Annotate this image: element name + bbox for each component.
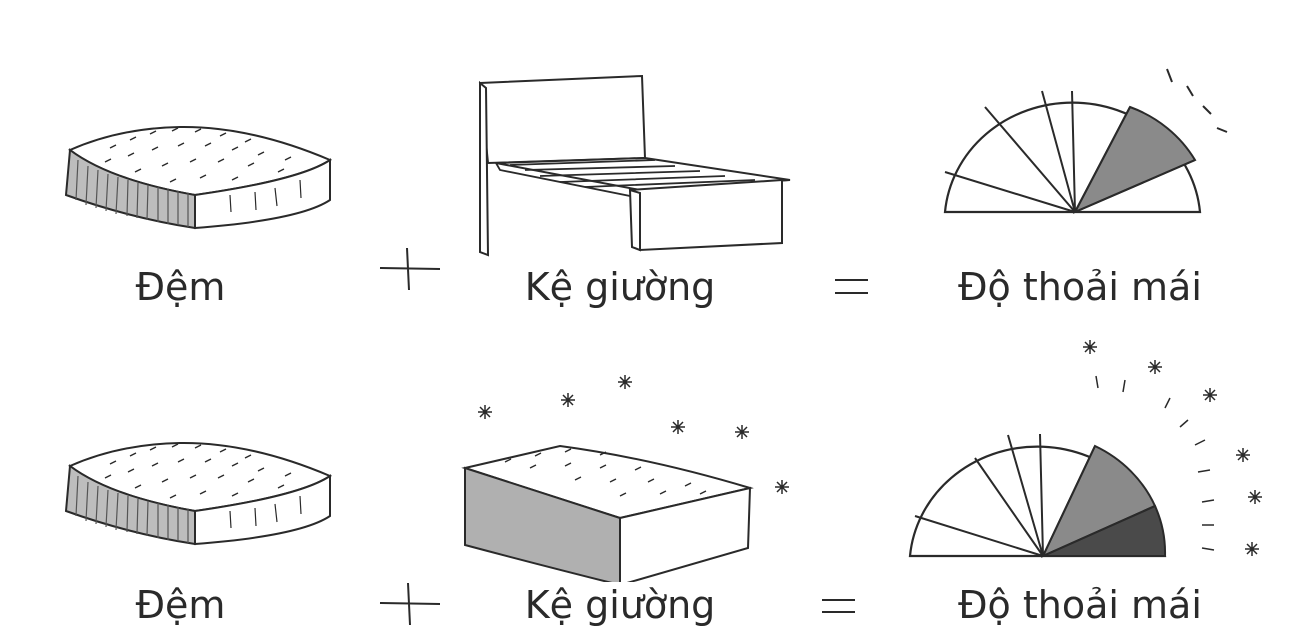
- row-1-bed-frame-illustration: [478, 74, 791, 257]
- row-1-equals-sign: [835, 279, 868, 294]
- row-1-mattress-label: Đệm: [88, 264, 273, 310]
- row-2-result-label: Độ thoải mái: [930, 582, 1230, 628]
- row-2-box-spring-illustration: [461, 444, 754, 587]
- row-2-sparkles-base: [478, 375, 789, 494]
- row-1-mattress-illustration: [65, 125, 331, 229]
- row-2-comfort-meter: [908, 433, 1167, 559]
- row-2-sparkles-meter: [1083, 340, 1262, 556]
- row-1-plus-sign: [379, 247, 441, 291]
- row-2-plus-sign: [379, 582, 441, 626]
- row-1-result-label: Độ thoải mái: [930, 264, 1230, 310]
- row-2-mattress-illustration: [65, 441, 331, 545]
- row-2-base-label: Kệ giường: [500, 582, 740, 628]
- row-1-comfort-meter: [943, 68, 1228, 215]
- row-1-base-label: Kệ giường: [500, 264, 740, 310]
- row-2-equals-sign: [822, 599, 855, 613]
- row-2-mattress-label: Đệm: [88, 582, 273, 628]
